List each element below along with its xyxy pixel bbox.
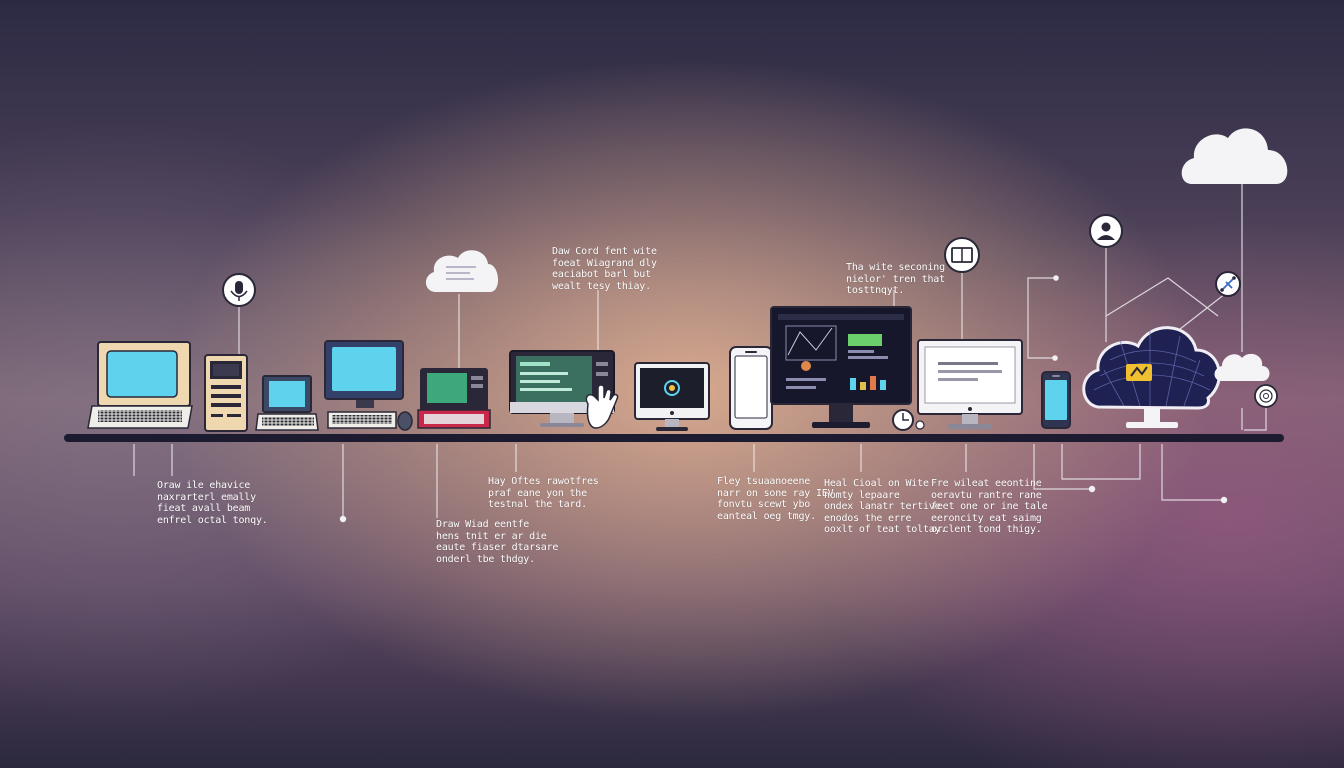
cloud-computer-device bbox=[1082, 326, 1221, 428]
book-icon bbox=[944, 237, 980, 273]
modern-monitor-device bbox=[634, 362, 710, 431]
large-cloud-icon bbox=[1181, 128, 1288, 184]
microphone-icon bbox=[222, 273, 256, 307]
network-icon bbox=[1215, 271, 1241, 297]
hand-pointer-icon bbox=[585, 384, 619, 429]
small-phone-device bbox=[1041, 371, 1071, 429]
desktop-tower-device bbox=[204, 354, 248, 432]
small-cloud-icon bbox=[1214, 353, 1270, 381]
note-gui-era: Hay Oftes rawotfres praf eane yon the te… bbox=[488, 476, 599, 510]
dashboard-monitor-device bbox=[770, 306, 912, 428]
note-connected-devices: Fre wileat eeontine oeravtu rantre rane … bbox=[931, 478, 1048, 535]
smartphone-device bbox=[729, 346, 773, 430]
note-cloud-storage: Daw Cord fent wite foeat Wiagrand dly ea… bbox=[552, 246, 657, 292]
note-mobile-era: Fley tsuaanoeene narr on sone ray IEV fo… bbox=[717, 476, 834, 522]
crt-desktop-device bbox=[324, 340, 413, 431]
user-icon bbox=[1089, 214, 1123, 248]
note-dashboard: Tha wite seconing nielor' tren that tost… bbox=[846, 262, 945, 296]
fingerprint-icon bbox=[1254, 384, 1278, 408]
connector-lines bbox=[133, 184, 1267, 518]
note-cloud-apps: Heal Cioal on Wite nomty lepaare ondex l… bbox=[824, 478, 947, 535]
connector-dots bbox=[339, 275, 1228, 523]
white-monitor-device bbox=[917, 339, 1023, 429]
red-terminal-device bbox=[417, 368, 491, 429]
cloud-icon bbox=[425, 250, 499, 292]
small-monitor-device bbox=[255, 375, 319, 431]
timeline-bar bbox=[64, 434, 1284, 442]
retro-laptop-device bbox=[87, 341, 193, 429]
note-desktop-era: Draw Wiad eentfe hens tnit er ar die eau… bbox=[436, 519, 559, 565]
clock-icon bbox=[892, 409, 925, 431]
note-retro-computers: Oraw ile ehavice naxrarterl emally fieat… bbox=[157, 480, 268, 526]
